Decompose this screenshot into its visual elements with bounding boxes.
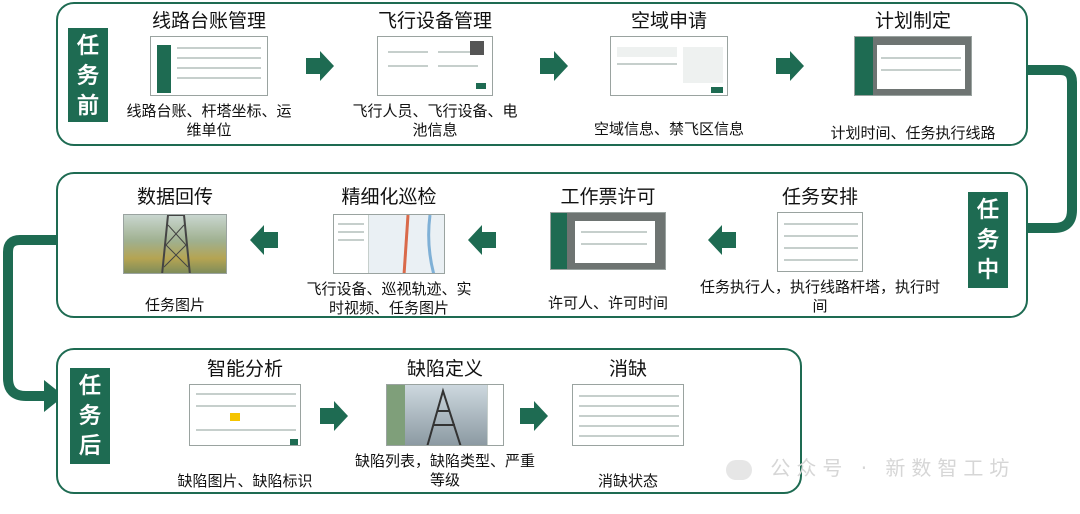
- stage-title: 数据回传: [136, 186, 213, 208]
- screenshot-thumbnail: [550, 212, 666, 270]
- stage-description: 飞行设备、巡视轨迹、实时视频、任务图片: [306, 280, 472, 317]
- tower-photo-thumbnail: [123, 214, 227, 274]
- watermark-text: 公众号 · 新数智工坊: [770, 456, 1016, 480]
- phase-text: 任 务 前: [76, 34, 99, 119]
- stage-title: 空域申请: [630, 10, 707, 32]
- stage-title: 消缺: [608, 358, 647, 380]
- stage-defect-elimination: 消缺 消缺状态: [560, 358, 696, 491]
- screenshot-thumbnail: [377, 36, 493, 96]
- screenshot-thumbnail: [610, 36, 728, 96]
- stage-title: 精细化巡检: [341, 186, 437, 208]
- screenshot-thumbnail: [854, 36, 972, 96]
- stage-description: 线路台账、杆塔坐标、运维单位: [126, 102, 292, 139]
- arrow-right-icon: [776, 51, 804, 81]
- stage-title: 任务安排: [781, 186, 858, 208]
- phase-text: 任 务 中: [976, 198, 999, 283]
- stage-line-ledger: 线路台账管理 线路台账、杆塔坐标、运维单位: [120, 10, 298, 140]
- phase-label-during: 任 务 中: [968, 192, 1008, 288]
- arrow-right-icon: [320, 401, 348, 431]
- stage-description: 缺陷图片、缺陷标识: [177, 472, 313, 490]
- stage-description: 飞行人员、飞行设备、电池信息: [352, 102, 518, 139]
- stage-task-arrangement: 任务安排 任务执行人，执行线路杆塔，执行时间: [700, 186, 940, 316]
- stage-description: 空域信息、禁飞区信息: [593, 120, 744, 138]
- screenshot-thumbnail: [777, 212, 863, 272]
- stage-data-return: 数据回传 任务图片: [100, 186, 250, 315]
- stage-description: 许可人、许可时间: [547, 294, 668, 312]
- defect-photo-thumbnail: [386, 384, 504, 446]
- arrow-left-icon: [468, 225, 496, 255]
- stage-title: 智能分析: [206, 358, 283, 380]
- stage-title: 线路台账管理: [151, 10, 266, 32]
- stage-title: 计划制定: [874, 10, 951, 32]
- stage-defect-definition: 缺陷定义 缺陷列表，缺陷类型、严重等级: [350, 358, 540, 490]
- connector-left: [3, 235, 64, 412]
- stage-fine-inspection: 精细化巡检 飞行设备、巡视轨迹、实时视频、任务图片: [300, 186, 478, 318]
- stage-description: 计划时间、任务执行线路: [830, 124, 996, 142]
- arrow-right-icon: [540, 51, 568, 81]
- wechat-icon: [726, 459, 752, 480]
- screenshot-thumbnail: [150, 36, 268, 96]
- stage-intelligent-analysis: 智能分析 缺陷图片、缺陷标识: [156, 358, 334, 491]
- stage-title: 工作票许可: [560, 186, 656, 208]
- arrow-left-icon: [250, 225, 278, 255]
- stage-airspace-application: 空域申请 空域信息、禁飞区信息: [580, 10, 758, 139]
- screenshot-thumbnail: [189, 384, 301, 446]
- stage-title: 缺陷定义: [406, 358, 483, 380]
- stage-description: 缺陷列表，缺陷类型、严重等级: [354, 452, 535, 489]
- arrow-right-icon: [306, 51, 334, 81]
- stage-plan-making: 计划制定 计划时间、任务执行线路: [808, 10, 1018, 143]
- stage-title: 飞行设备管理: [377, 10, 492, 32]
- phase-label-after: 任 务 后: [70, 368, 110, 464]
- map-screenshot-thumbnail: [333, 214, 445, 274]
- arrow-right-icon: [520, 401, 548, 431]
- arrow-left-icon: [708, 225, 736, 255]
- phase-text: 任 务 后: [78, 374, 101, 459]
- watermark: 公众号 · 新数智工坊: [726, 452, 1015, 481]
- screenshot-thumbnail: [572, 384, 684, 446]
- phase-label-before: 任 务 前: [68, 28, 108, 122]
- stage-description: 任务执行人，执行线路杆塔，执行时间: [700, 278, 941, 315]
- stage-description: 消缺状态: [597, 472, 658, 490]
- stage-flight-equipment: 飞行设备管理 飞行人员、飞行设备、电池信息: [346, 10, 524, 140]
- stage-description: 任务图片: [144, 296, 205, 314]
- stage-work-ticket: 工作票许可 许可人、许可时间: [520, 186, 696, 313]
